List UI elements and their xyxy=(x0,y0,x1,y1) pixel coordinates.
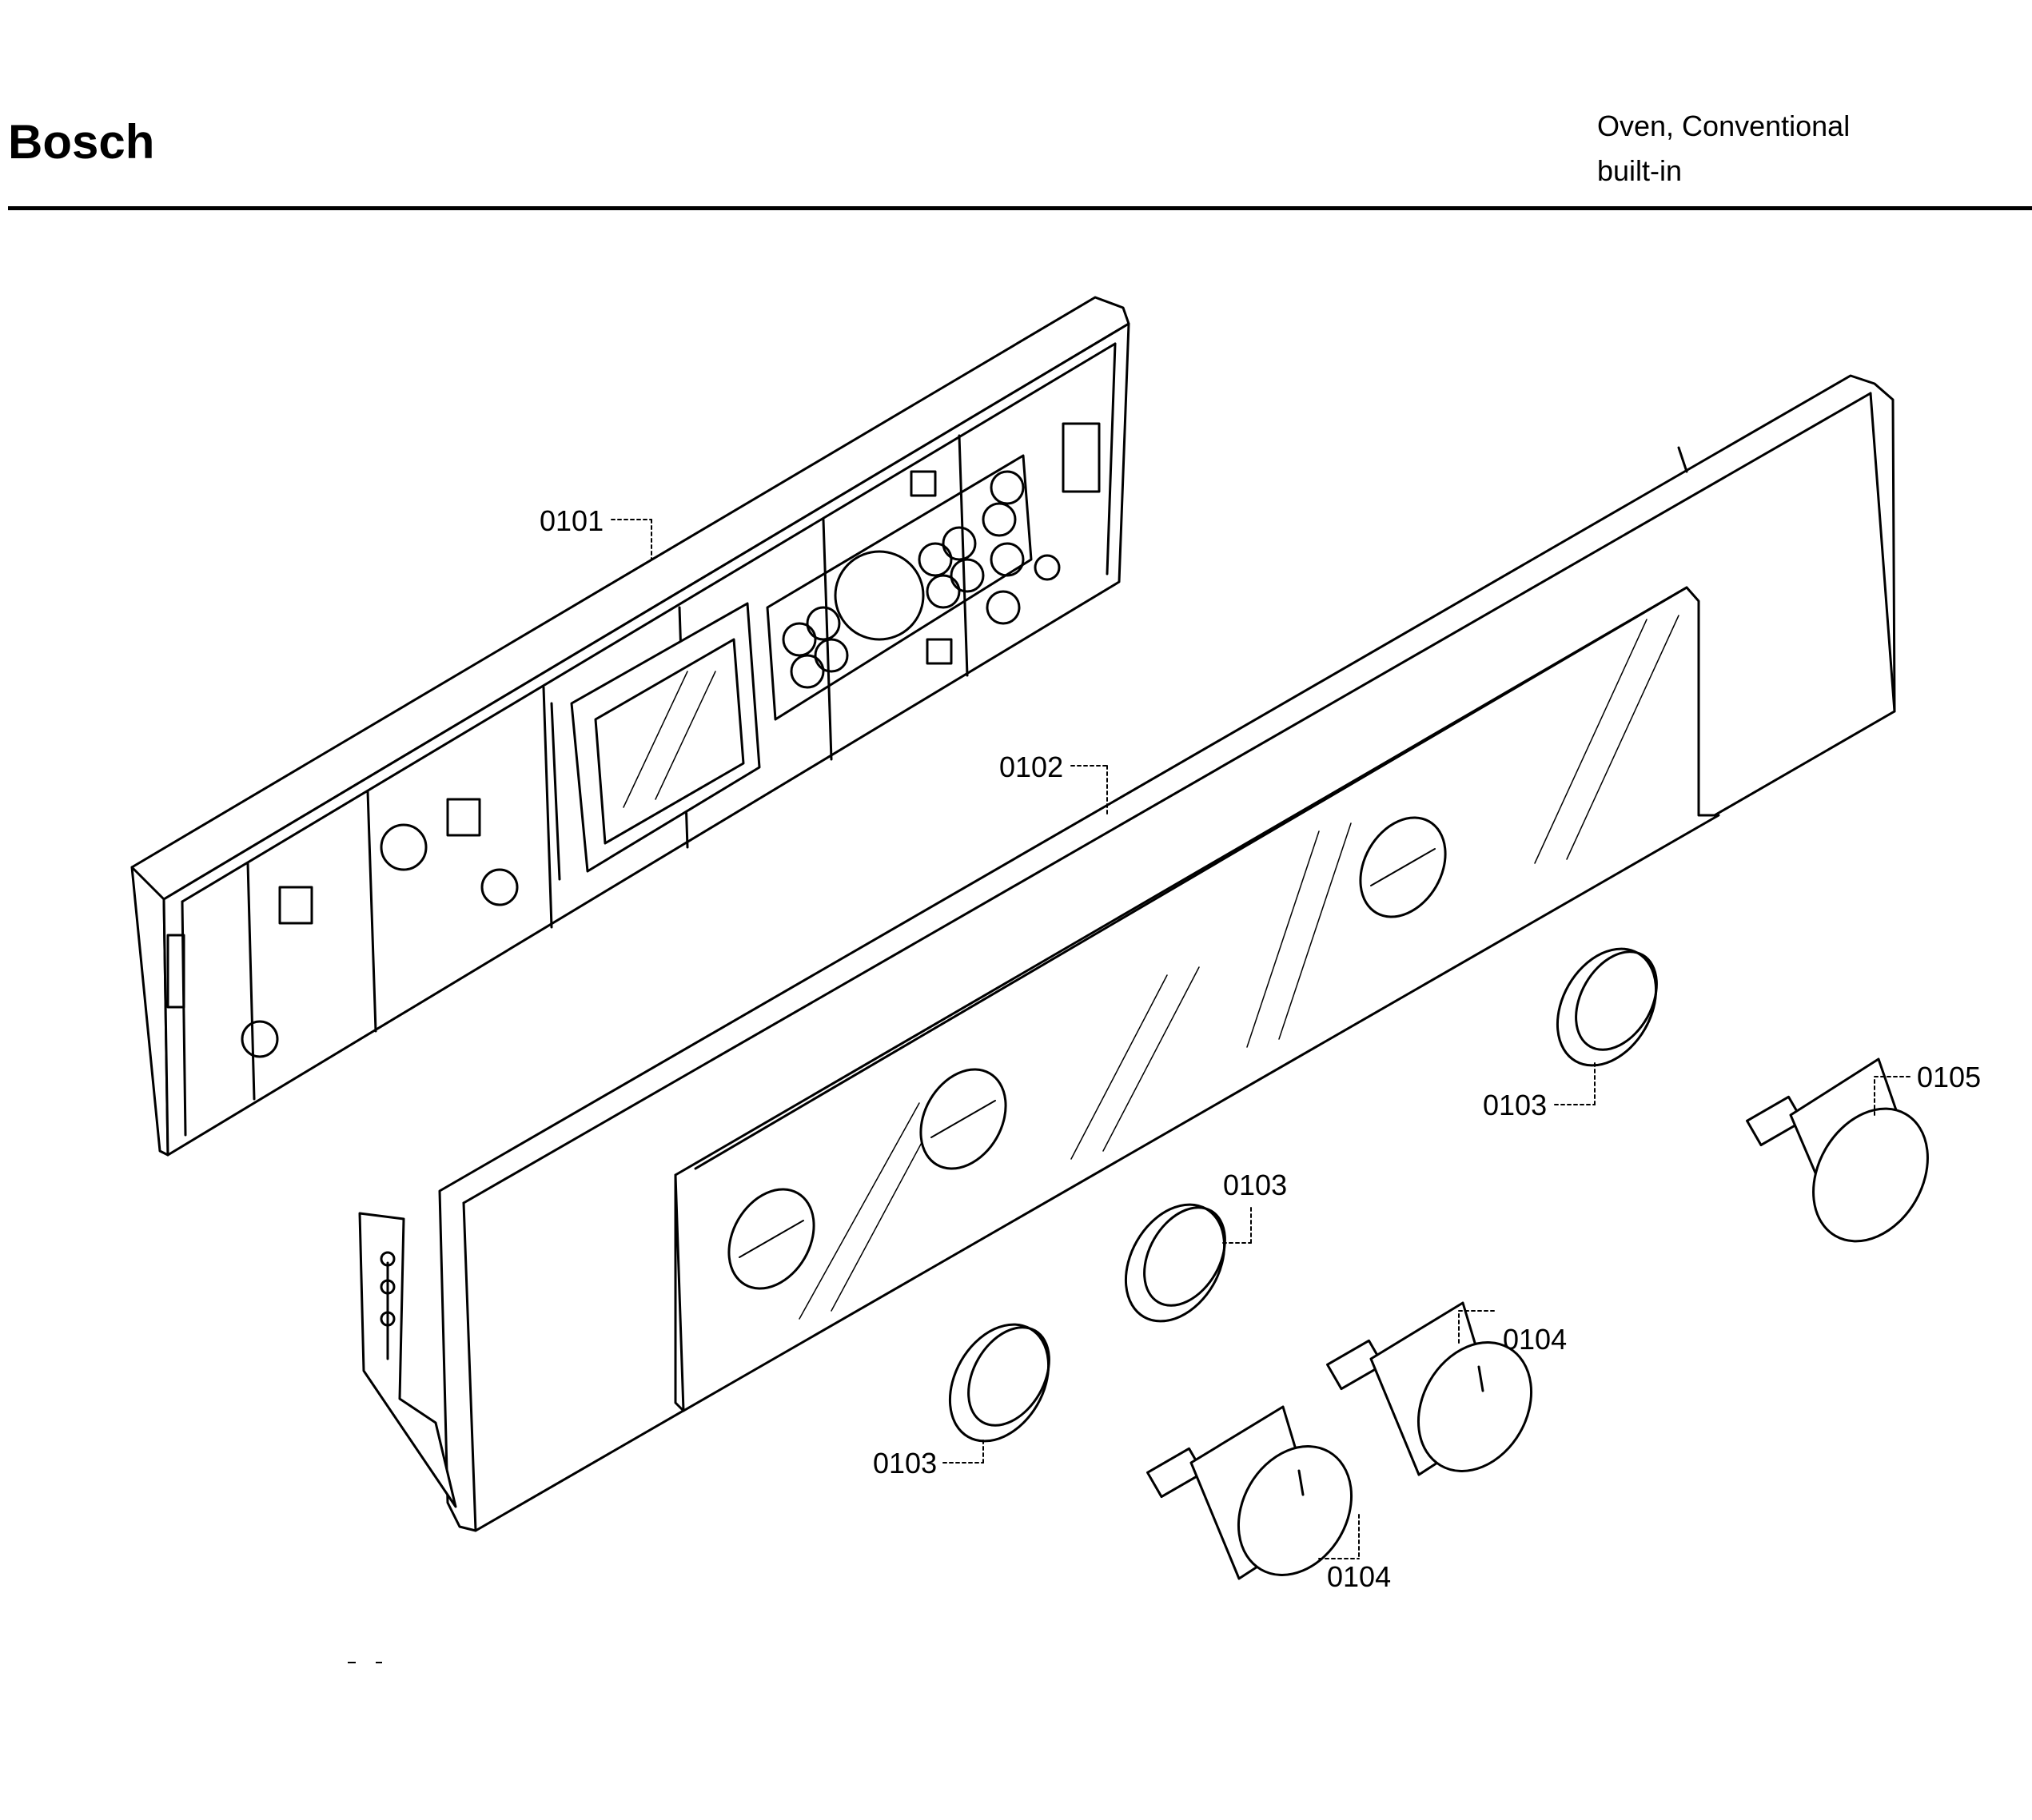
trim-ring-part-a xyxy=(948,1323,1050,1443)
callout-0104-a: 0104 xyxy=(1327,1560,1391,1593)
callout-0104-b: 0104 xyxy=(1503,1323,1567,1356)
callout-0105: 0105 xyxy=(1917,1061,1981,1093)
fascia-panel-part xyxy=(358,374,1896,1532)
product-subtype: built-in xyxy=(1597,154,1683,187)
callout-0103-a: 0103 xyxy=(873,1447,937,1479)
callout-0103-c: 0103 xyxy=(1483,1089,1547,1121)
trim-ring-part-b xyxy=(1124,1203,1226,1323)
selector-knob-part xyxy=(1746,1057,1929,1243)
control-housing-part xyxy=(130,296,1130,1157)
trim-ring-part-c xyxy=(1556,947,1658,1067)
control-knob-part-b xyxy=(1326,1301,1533,1476)
control-knob-part-a xyxy=(1146,1405,1353,1580)
header-divider xyxy=(8,206,2032,210)
callout-0101: 0101 xyxy=(540,504,604,537)
product-type: Oven, Conventional xyxy=(1597,110,1851,142)
brand-title: Bosch xyxy=(8,115,155,169)
callout-0102: 0102 xyxy=(999,751,1063,783)
callout-0103-b: 0103 xyxy=(1223,1169,1287,1201)
